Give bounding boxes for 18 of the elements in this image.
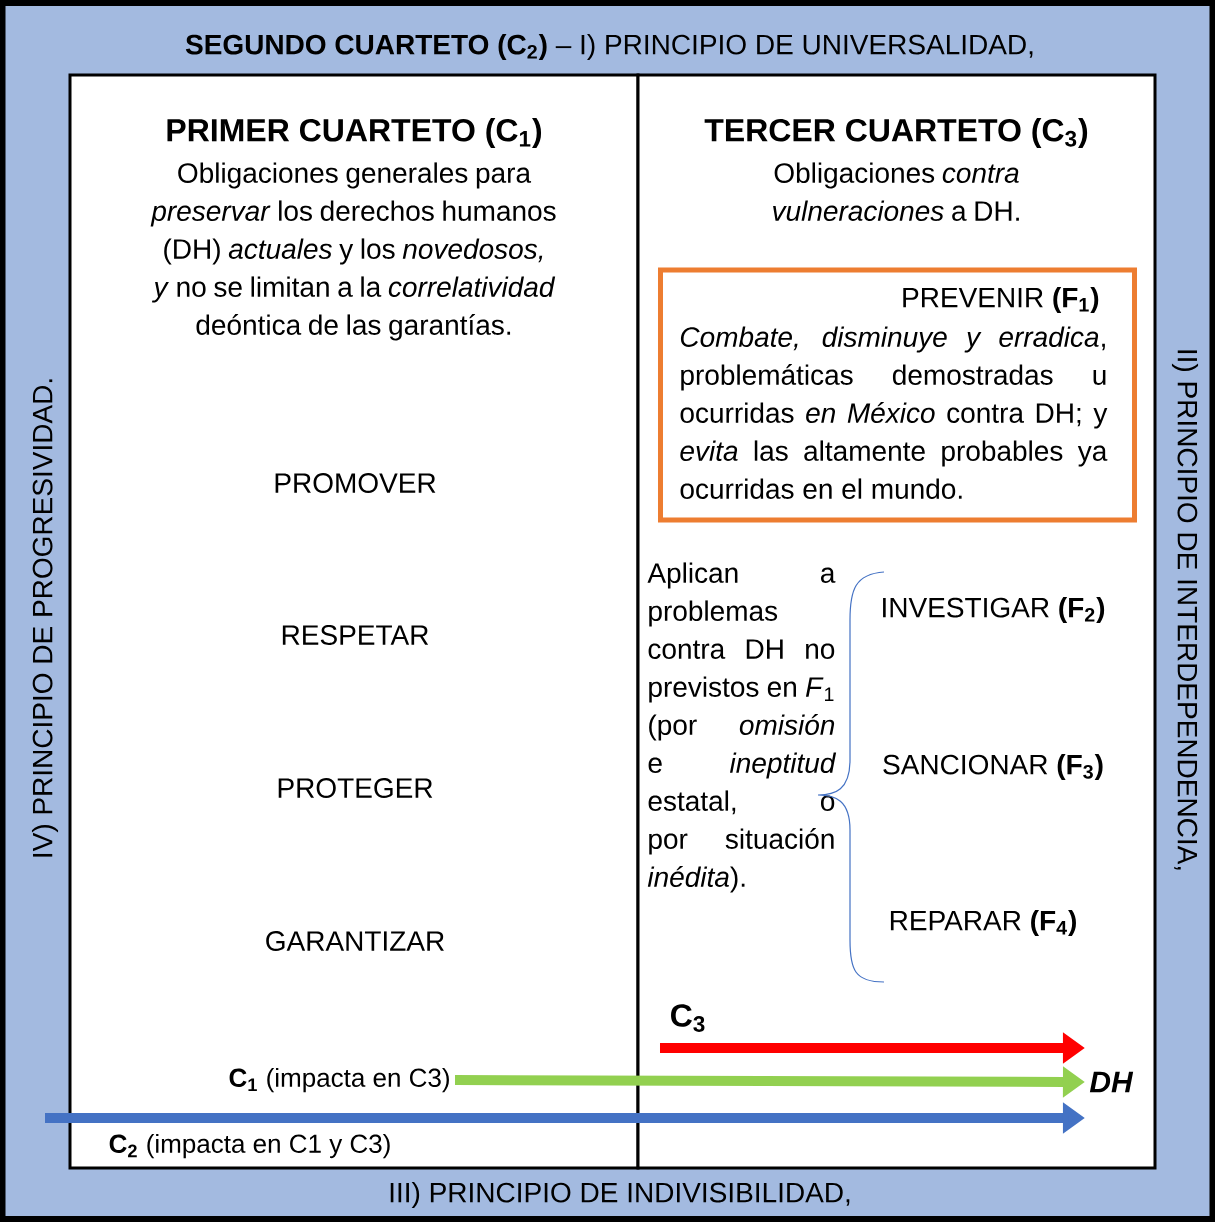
- function-label: INVESTIGAR (F$_{2}$): [883, 596, 1105, 624]
- function-label: REPARAR (F$_{4}$): [890, 909, 1076, 937]
- heading: TERCER CUARTETO (C$_{3}$): [704, 118, 1088, 148]
- obligation-label: PROMOVER: [275, 473, 436, 493]
- heading: PRIMER CUARTETO (C$_{1}$): [167, 118, 542, 148]
- prevention-box: PREVENIR (F$_{1}$) Combate, disminuye y erradica, problemáticas demostradas u ocurridas en México contra DH; y evita las altamente probables ya ocurridas en el mundo.: [658, 267, 1137, 523]
- body-text: Obligaciones generales para preservar los derechos humanos (DH) actuales y los novedosos, y no se limitan a la correlatividad deóntica de las garantías.: [150, 162, 556, 341]
- function-label: SANCIONAR (F$_{3}$): [883, 753, 1103, 781]
- obligation-label: GARANTIZAR: [266, 931, 444, 951]
- note-text: Aplican a problemas contra DH no previstos en F$_{1}$ (por omisión e ineptitud estatal, o por situación inédita).: [647, 562, 837, 893]
- obligation-label: RESPETAR: [282, 625, 429, 645]
- panel: [68, 73, 640, 1170]
- edge-label: C$_{2}$ (impacta en C1 y C3): [109, 1133, 390, 1159]
- arrow-label: C$_{1}$ (impacta en C3): [229, 1067, 449, 1093]
- edge-label: C$_{3}$: [671, 1004, 705, 1032]
- target-label: DH: [1089, 1071, 1134, 1093]
- body-text: Obligaciones contra vulneraciones a DH.: [773, 162, 1019, 221]
- obligation-label: PROTEGER: [278, 778, 433, 798]
